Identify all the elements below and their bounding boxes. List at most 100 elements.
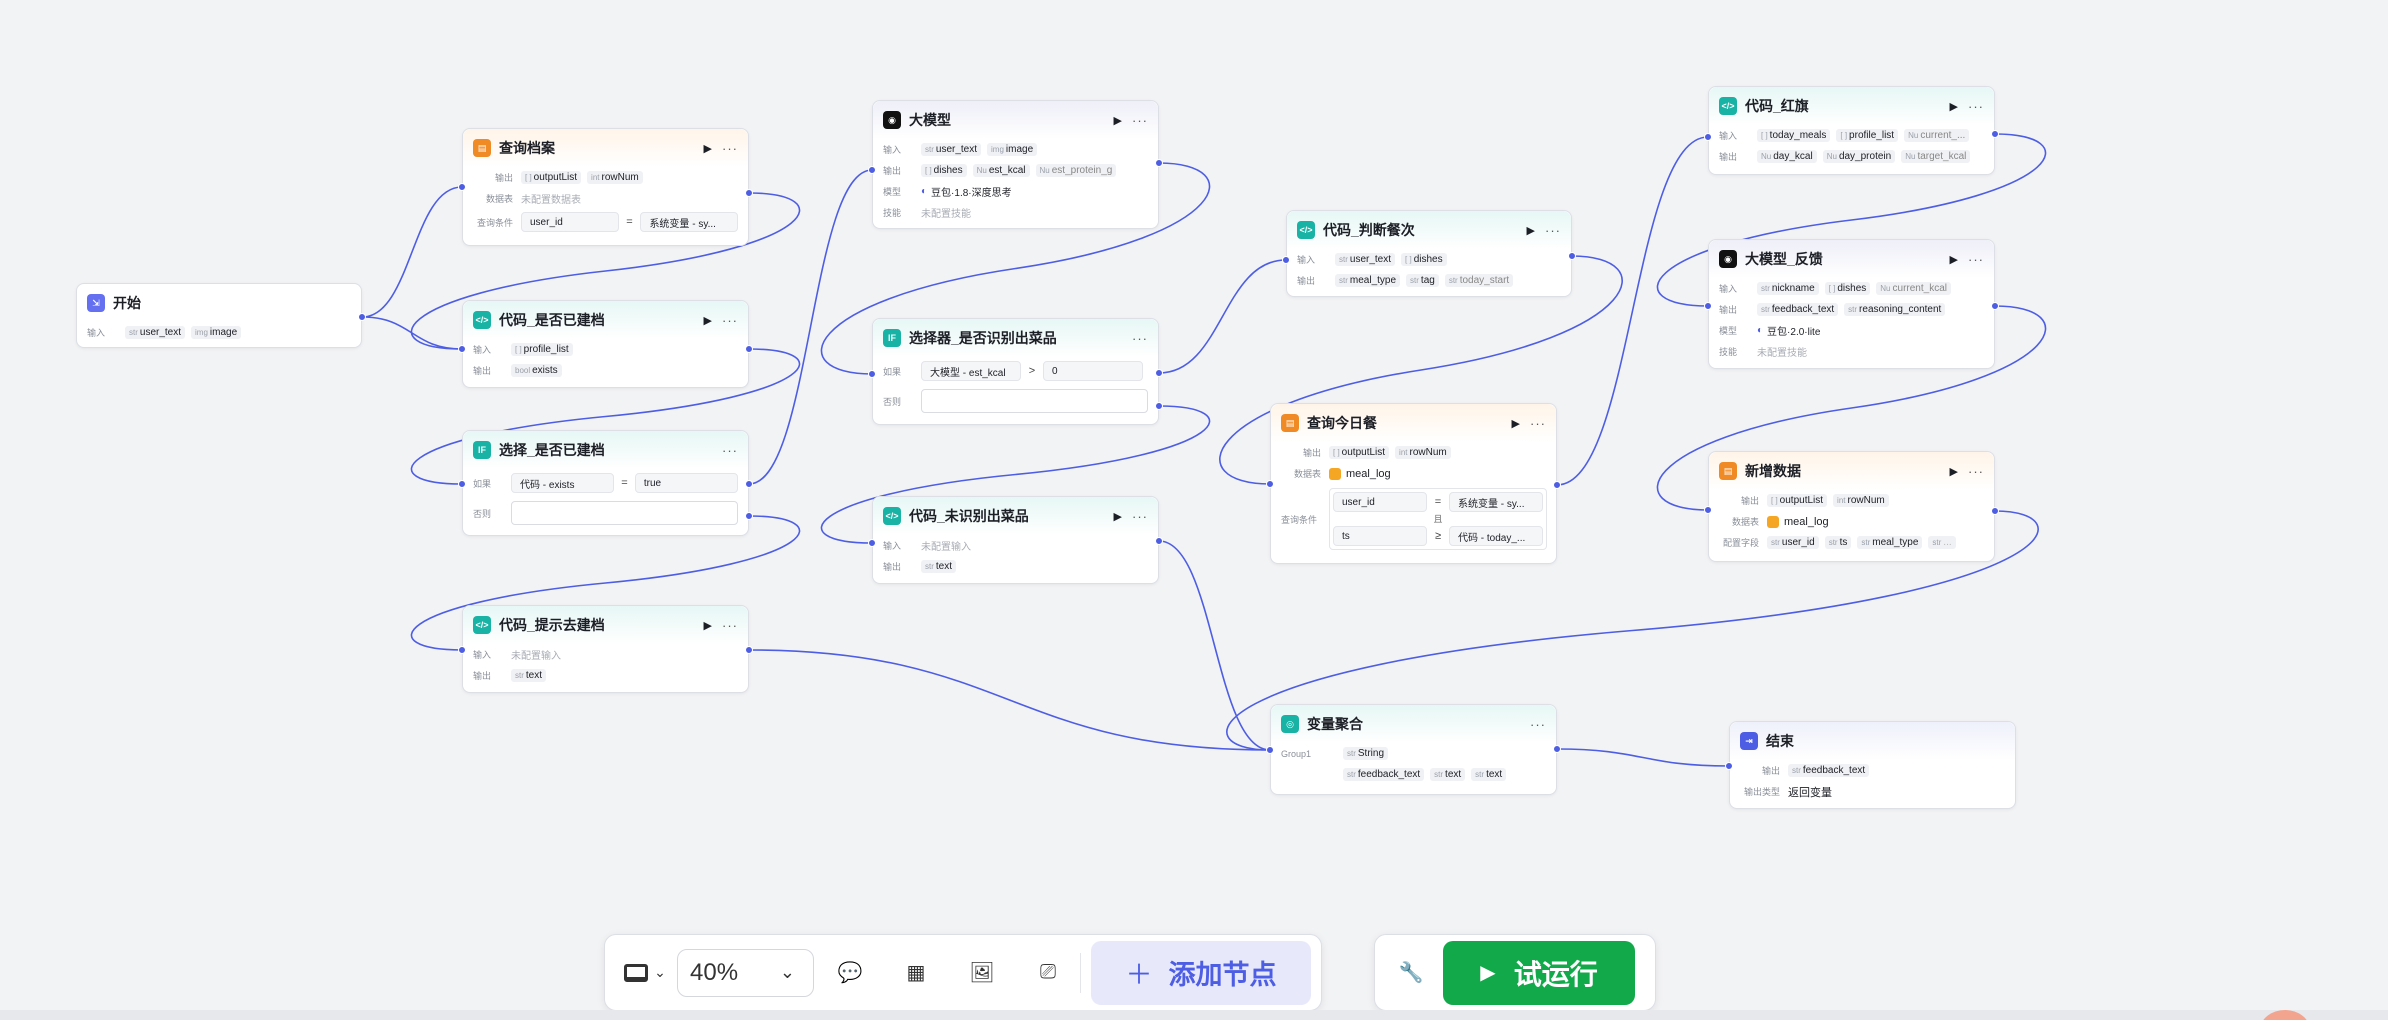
input-port[interactable]	[1704, 506, 1712, 514]
more-icon[interactable]: ···	[1132, 112, 1148, 128]
input-port[interactable]	[868, 539, 876, 547]
output-port[interactable]	[358, 313, 366, 321]
add-node-button[interactable]: ＋添加节点	[1091, 940, 1311, 1005]
play-icon[interactable]: ▶	[1113, 510, 1122, 523]
more-icon[interactable]: ···	[1545, 222, 1561, 238]
output-port[interactable]	[1155, 537, 1163, 545]
input-port[interactable]	[458, 480, 466, 488]
output-port[interactable]	[1991, 302, 1999, 310]
input-port[interactable]	[1704, 302, 1712, 310]
input-port[interactable]	[1704, 133, 1712, 141]
more-icon[interactable]: ···	[722, 442, 738, 458]
more-icon[interactable]: ···	[1530, 716, 1546, 732]
cond-right[interactable]: true	[634, 473, 738, 493]
edge-connector[interactable]	[361, 186, 463, 318]
play-icon[interactable]: ▶	[1113, 114, 1122, 127]
minimap-icon[interactable]: ⎚	[1040, 961, 1056, 983]
cond-right[interactable]: 代码 - today_...	[1449, 526, 1543, 546]
output-port[interactable]	[1553, 481, 1561, 489]
grid-layout-icon[interactable]: ▦	[906, 962, 926, 984]
play-icon[interactable]: ▶	[703, 142, 712, 155]
more-icon[interactable]: ···	[1968, 251, 1984, 267]
node-code-redflag[interactable]: </>代码_红旗▶··· 输入 [ ]today_meals [ ]profil…	[1708, 86, 1995, 175]
layout-toggle[interactable]: ⌄	[613, 951, 677, 995]
edge-connector[interactable]	[1158, 540, 1271, 751]
edge-connector[interactable]	[748, 169, 873, 485]
play-icon[interactable]: ▶	[1511, 417, 1520, 430]
play-icon[interactable]: ▶	[703, 314, 712, 327]
input-port[interactable]	[458, 183, 466, 191]
play-icon[interactable]: ▶	[1526, 224, 1535, 237]
output-port[interactable]	[1155, 402, 1163, 410]
input-port[interactable]	[458, 345, 466, 353]
avatar[interactable]	[2260, 1010, 2310, 1020]
edge-connector[interactable]	[1556, 748, 1730, 767]
output-port[interactable]	[745, 189, 753, 197]
play-icon[interactable]: ▶	[1949, 100, 1958, 113]
output-port[interactable]	[1568, 252, 1576, 260]
input-port[interactable]	[1725, 762, 1733, 770]
more-icon[interactable]: ···	[722, 140, 738, 156]
more-icon[interactable]: ···	[1968, 98, 1984, 114]
cond-right[interactable]: 0	[1043, 361, 1143, 381]
more-icon[interactable]: ···	[1132, 508, 1148, 524]
test-run-button[interactable]: ▶试运行	[1443, 940, 1635, 1005]
more-icon[interactable]: ···	[1530, 415, 1546, 431]
cond-left[interactable]: 大模型 - est_kcal	[921, 361, 1021, 381]
else-box[interactable]	[921, 389, 1148, 413]
input-port[interactable]	[1282, 256, 1290, 264]
output-port[interactable]	[745, 512, 753, 520]
cond-right[interactable]: 系统变量 - sy...	[640, 212, 738, 232]
cond-left[interactable]: user_id	[1333, 492, 1427, 512]
output-port[interactable]	[745, 646, 753, 654]
output-port[interactable]	[745, 480, 753, 488]
cond-left[interactable]: 代码 - exists	[511, 473, 615, 493]
edge-connector[interactable]	[748, 649, 1271, 751]
play-icon[interactable]: ▶	[703, 619, 712, 632]
more-icon[interactable]: ···	[722, 312, 738, 328]
input-port[interactable]	[1266, 746, 1274, 754]
input-port[interactable]	[1266, 480, 1274, 488]
output-port[interactable]	[745, 345, 753, 353]
more-icon[interactable]: ···	[1132, 330, 1148, 346]
cond-right[interactable]: 系统变量 - sy...	[1449, 492, 1543, 512]
output-port[interactable]	[1991, 130, 1999, 138]
zoom-select[interactable]: 40%⌄	[677, 948, 814, 997]
cond-left[interactable]: user_id	[521, 212, 619, 232]
image-icon[interactable]: 🖼	[969, 962, 995, 984]
edge-connector[interactable]	[1158, 259, 1287, 374]
edge-connector[interactable]	[1556, 136, 1709, 486]
output-port[interactable]	[1553, 745, 1561, 753]
output-port[interactable]	[1991, 507, 1999, 515]
play-icon[interactable]: ▶	[1949, 465, 1958, 478]
input-port[interactable]	[868, 166, 876, 174]
output-port[interactable]	[1155, 159, 1163, 167]
play-icon[interactable]: ▶	[1949, 253, 1958, 266]
comment-icon[interactable]: 💬	[837, 962, 863, 984]
output-port[interactable]	[1155, 369, 1163, 377]
more-icon[interactable]: ···	[1968, 463, 1984, 479]
wrench-icon[interactable]: 🔧	[1398, 962, 1424, 984]
cond-left[interactable]: ts	[1333, 526, 1427, 546]
input-port[interactable]	[868, 370, 876, 378]
more-icon[interactable]: ···	[722, 617, 738, 633]
input-port[interactable]	[458, 646, 466, 654]
else-box[interactable]	[511, 501, 738, 525]
edge-connector[interactable]	[361, 316, 463, 350]
